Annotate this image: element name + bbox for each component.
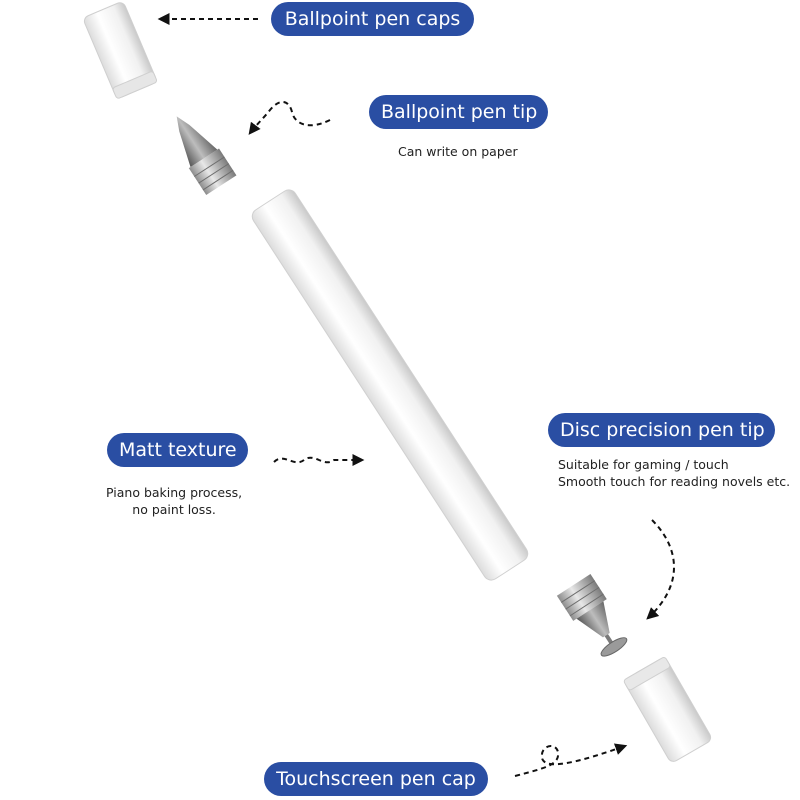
label-ballpoint-pen-tip: Ballpoint pen tip xyxy=(369,95,548,129)
ballpoint-pen-cap xyxy=(83,2,158,99)
note-disc-line-2: Smooth touch for reading novels etc. xyxy=(558,474,791,489)
note-disc-precision-pen-tip: Suitable for gaming / touch Smooth touch… xyxy=(558,456,790,490)
disc-precision-tip xyxy=(556,573,628,657)
arrow-to-disc-tip xyxy=(646,519,675,620)
arrow-to-matt-texture xyxy=(273,454,365,466)
label-matt-texture: Matt texture xyxy=(107,433,248,467)
arrow-to-ballpoint-tip xyxy=(248,101,331,135)
label-ballpoint-pen-caps: Ballpoint pen caps xyxy=(271,2,474,36)
arrow-to-touchscreen-cap xyxy=(514,743,628,777)
note-ballpoint-pen-tip: Can write on paper xyxy=(398,144,518,159)
note-matt-texture-line-2: no paint loss. xyxy=(132,502,216,517)
touchscreen-pen-cap xyxy=(623,657,712,762)
note-matt-texture: Piano baking process, no paint loss. xyxy=(106,484,242,518)
note-disc-line-1: Suitable for gaming / touch xyxy=(558,457,729,472)
ballpoint-tip xyxy=(176,116,237,195)
label-disc-precision-pen-tip: Disc precision pen tip xyxy=(548,413,775,447)
pen-body xyxy=(251,189,529,581)
label-touchscreen-pen-cap: Touchscreen pen cap xyxy=(264,762,488,796)
note-matt-texture-line-1: Piano baking process, xyxy=(106,485,243,500)
